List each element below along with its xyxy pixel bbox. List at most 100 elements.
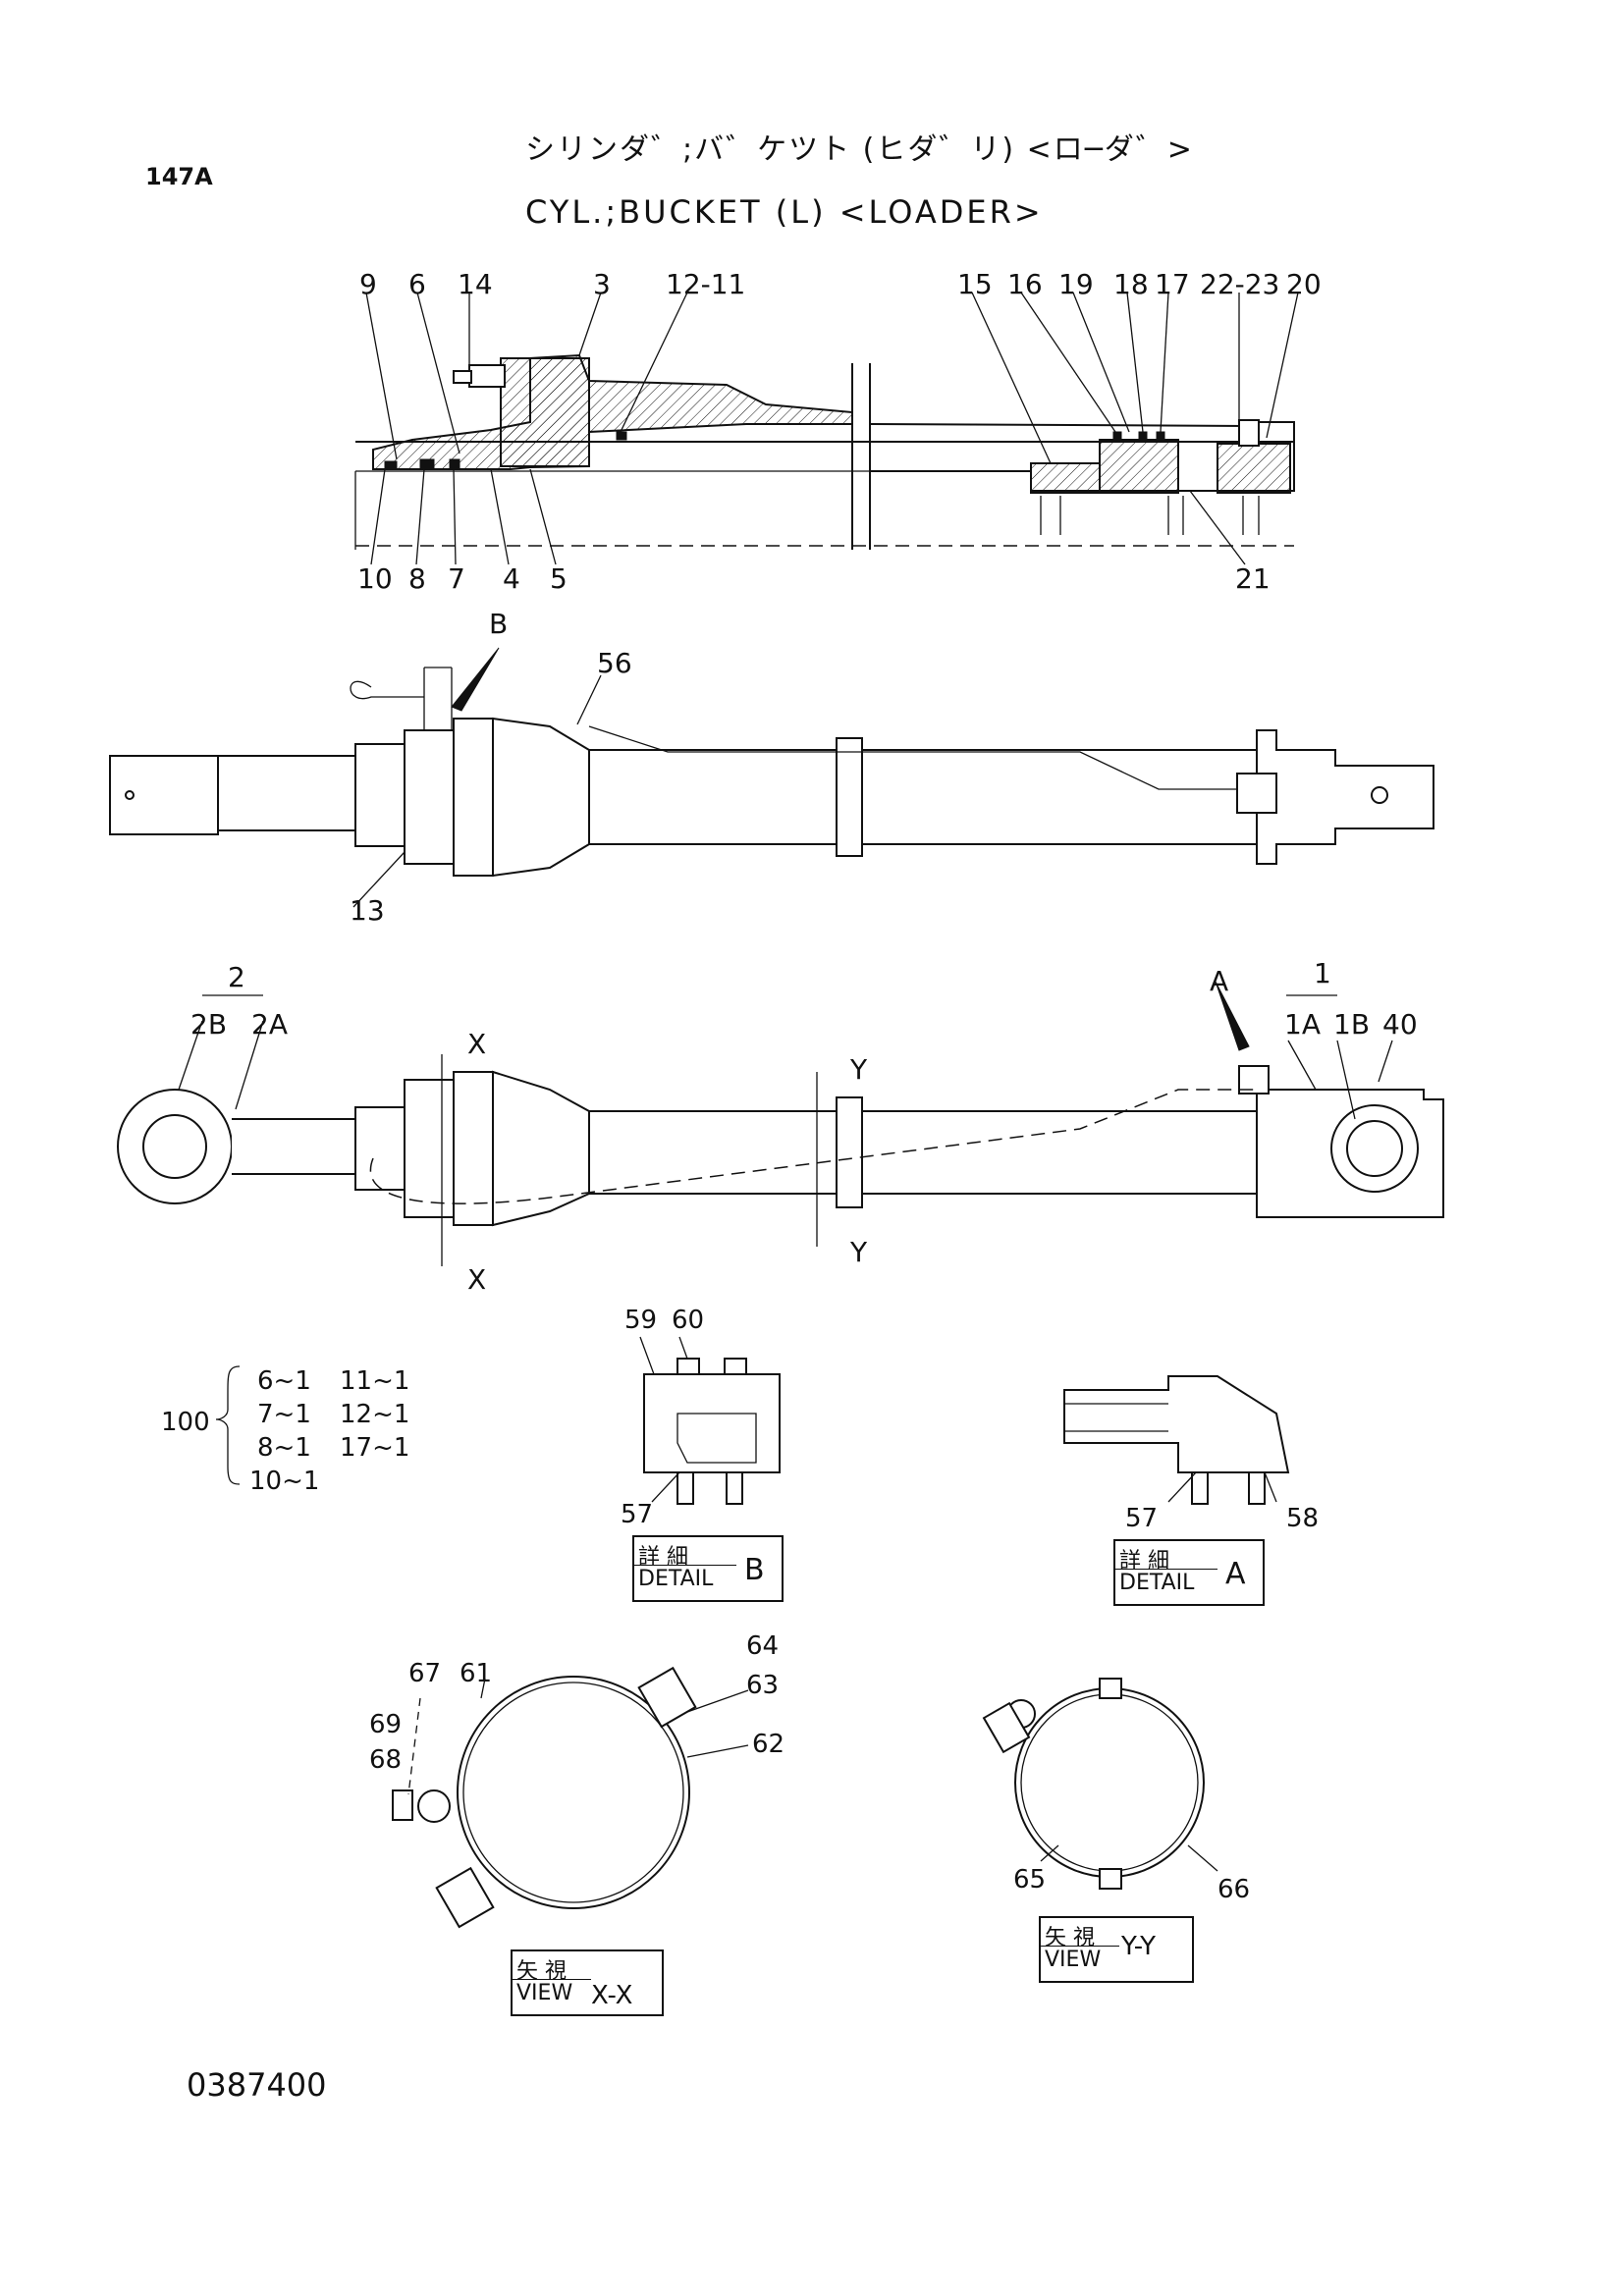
callout-detail-a-marker: A bbox=[1210, 965, 1229, 997]
gland-head-hatched bbox=[372, 353, 853, 470]
head-flange bbox=[453, 718, 494, 877]
callout-67: 67 bbox=[408, 1659, 442, 1688]
rod-eye-inner bbox=[142, 1114, 207, 1179]
piston-nut bbox=[1217, 443, 1291, 494]
view-yy-tube bbox=[1014, 1687, 1205, 1878]
detail-b-bolt-a bbox=[676, 1358, 700, 1375]
view-xx-clamp-top bbox=[637, 1666, 697, 1729]
callout-3: 3 bbox=[593, 268, 611, 300]
callout-8: 8 bbox=[408, 562, 426, 595]
clevis-inner bbox=[1346, 1120, 1403, 1177]
page-id: 147A bbox=[145, 163, 213, 190]
fitting-b bbox=[423, 667, 453, 730]
view-xx-letters: X-X bbox=[591, 1981, 633, 2010]
full-assembly bbox=[117, 981, 1444, 1266]
section-x-bottom: X bbox=[467, 1263, 487, 1296]
callout-12-11: 12-11 bbox=[666, 268, 746, 300]
rod-eye-hole bbox=[125, 790, 135, 800]
section-y-bottom: Y bbox=[850, 1236, 868, 1268]
seal-kit-item: 7~1 bbox=[257, 1400, 311, 1429]
gland-flange bbox=[500, 357, 590, 467]
callout-59: 59 bbox=[624, 1306, 658, 1335]
seal-kit-item: 10~1 bbox=[249, 1467, 320, 1496]
detail-b-label: 詳 細 DETAIL B bbox=[632, 1535, 784, 1602]
view-xx-band bbox=[462, 1682, 684, 1903]
pipe-dashed bbox=[369, 1089, 1257, 1204]
callout-detail-b-marker: B bbox=[489, 608, 509, 640]
callout-5: 5 bbox=[550, 562, 568, 595]
callout-57-b: 57 bbox=[621, 1500, 654, 1529]
detail-b-bolt-b bbox=[724, 1358, 747, 1375]
view-yy-drawing bbox=[982, 1678, 1218, 1890]
detail-b-stud-b bbox=[726, 1471, 743, 1505]
tube-end-block bbox=[1256, 729, 1434, 865]
seal-8 bbox=[419, 458, 435, 470]
document-number: 0387400 bbox=[187, 2066, 327, 2104]
callout-1: 1 bbox=[1314, 957, 1331, 989]
callout-1b: 1B bbox=[1333, 1008, 1371, 1041]
view-xx-clamp-bottom bbox=[435, 1866, 495, 1929]
detail-a-rule bbox=[1115, 1569, 1217, 1570]
detail-a-stud-b bbox=[1248, 1471, 1266, 1505]
piston-hatched bbox=[1099, 439, 1179, 494]
seal-kit-item: 6~1 bbox=[257, 1366, 311, 1396]
rod-shaft bbox=[232, 1118, 356, 1175]
view-xx-drawing bbox=[392, 1666, 749, 1929]
view-xx-tube bbox=[457, 1676, 690, 1909]
detail-a-label-en: DETAIL bbox=[1119, 1571, 1195, 1595]
seal-kit-number: 100 bbox=[161, 1408, 210, 1437]
callout-16: 16 bbox=[1007, 268, 1043, 300]
callout-6: 6 bbox=[408, 268, 426, 300]
seal-16 bbox=[1112, 431, 1122, 441]
gland-flange-main bbox=[404, 1079, 455, 1218]
callout-65: 65 bbox=[1013, 1865, 1047, 1895]
callout-1a: 1A bbox=[1284, 1008, 1321, 1041]
view-yy-label-en: VIEW bbox=[1045, 1948, 1102, 1972]
detail-b-label-en: DETAIL bbox=[638, 1567, 714, 1591]
view-xx-bracket bbox=[392, 1789, 413, 1821]
callout-9: 9 bbox=[359, 268, 377, 300]
view-xx-rule bbox=[513, 1979, 591, 1980]
rod bbox=[217, 755, 356, 831]
view-yy-bracket bbox=[982, 1701, 1031, 1754]
detail-b-letter: B bbox=[744, 1553, 765, 1587]
arrow-b bbox=[451, 647, 500, 712]
callout-60: 60 bbox=[672, 1306, 705, 1335]
detail-a-elbow bbox=[1063, 1375, 1290, 1473]
callout-58: 58 bbox=[1286, 1504, 1320, 1533]
fitting-14 bbox=[468, 364, 506, 388]
view-yy-rule bbox=[1041, 1946, 1119, 1947]
detail-a-letter: A bbox=[1225, 1557, 1246, 1591]
callout-63: 63 bbox=[746, 1671, 780, 1700]
tube-end-grease bbox=[1371, 786, 1388, 804]
tube-band bbox=[836, 737, 863, 857]
callout-69: 69 bbox=[369, 1710, 403, 1739]
side-view-assembly bbox=[109, 647, 1434, 908]
detail-a-stud-a bbox=[1191, 1471, 1209, 1505]
head-taper bbox=[492, 717, 590, 878]
callout-17: 17 bbox=[1155, 268, 1190, 300]
callout-56: 56 bbox=[597, 647, 632, 679]
seal-7 bbox=[449, 458, 460, 470]
callout-21: 21 bbox=[1235, 562, 1271, 595]
detail-b-rule bbox=[634, 1565, 736, 1566]
view-yy-label: 矢 視 VIEW Y-Y bbox=[1039, 1916, 1194, 1983]
seal-10 bbox=[384, 460, 398, 470]
seal-kit-brace bbox=[215, 1365, 241, 1485]
band-main bbox=[836, 1096, 863, 1208]
view-xx-pipe bbox=[417, 1789, 451, 1823]
hose-b bbox=[350, 680, 424, 700]
seal-kit-item: 17~1 bbox=[340, 1433, 410, 1463]
pipe-connector bbox=[1236, 773, 1277, 814]
callout-57-a: 57 bbox=[1125, 1504, 1159, 1533]
gland-flange-side bbox=[404, 729, 455, 865]
callout-4: 4 bbox=[503, 562, 520, 595]
arrow-a bbox=[1215, 981, 1250, 1051]
gland-main bbox=[354, 1106, 406, 1191]
detail-b-body bbox=[643, 1373, 781, 1473]
callout-19: 19 bbox=[1058, 268, 1094, 300]
seal-kit-item: 11~1 bbox=[340, 1366, 410, 1396]
title-english: CYL.;BUCKET (L) <LOADER> bbox=[525, 193, 1044, 231]
callout-22-23: 22-23 bbox=[1200, 268, 1280, 300]
